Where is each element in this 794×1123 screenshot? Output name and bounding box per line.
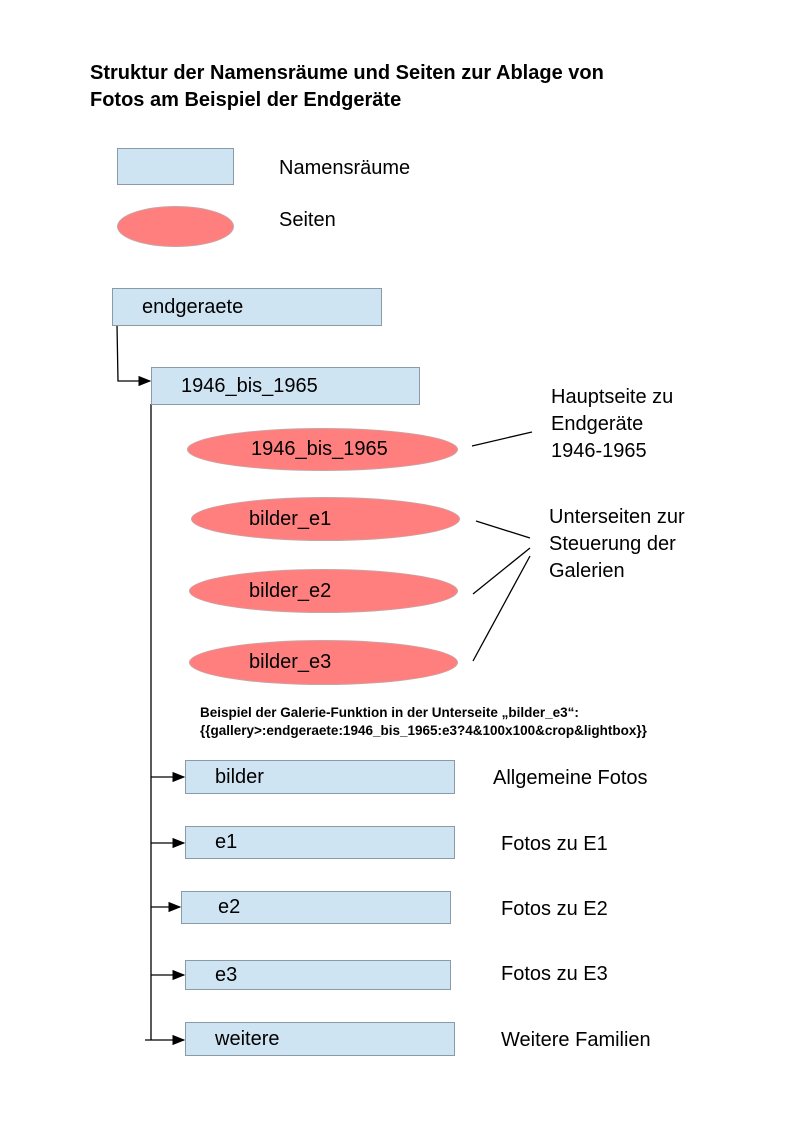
namespace-bilder-desc: Allgemeine Fotos <box>493 767 648 789</box>
namespace-e2: e2 <box>181 891 451 924</box>
namespace-bilder: bilder <box>185 760 455 794</box>
annotation-line: Steuerung der <box>549 533 676 555</box>
legend-namespace-swatch <box>117 148 234 185</box>
annotation-main-page: Hauptseite zu Endgeräte 1946-1965 <box>551 384 673 465</box>
page-bilder-e2: bilder_e2 <box>189 569 458 613</box>
gallery-example-note: Beispiel der Galerie-Funktion in der Unt… <box>200 704 647 740</box>
annotation-line: 1946-1965 <box>551 440 647 462</box>
annotation-line: Endgeräte <box>551 413 644 435</box>
namespace-e3: e3 <box>185 960 451 990</box>
note-line: Beispiel der Galerie-Funktion in der Unt… <box>200 705 579 720</box>
diagram-title: Struktur der Namensräume und Seiten zur … <box>90 60 604 114</box>
page-bilder-e1: bilder_e1 <box>191 497 460 541</box>
title-line-1: Struktur der Namensräume und Seiten zur … <box>90 62 604 84</box>
namespace-1946-bis-1965: 1946_bis_1965 <box>151 367 420 405</box>
legend-page-label: Seiten <box>279 209 336 231</box>
title-line-2: Fotos am Beispiel der Endgeräte <box>90 89 402 111</box>
annotation-line: Galerien <box>549 560 625 582</box>
namespace-endgeraete: endgeraete <box>112 288 382 326</box>
namespace-weitere: weitere <box>185 1022 455 1056</box>
annotation-sub-pages: Unterseiten zur Steuerung der Galerien <box>549 504 685 585</box>
note-code: {{gallery>:endgeraete:1946_bis_1965:e3?4… <box>200 723 647 738</box>
namespace-weitere-desc: Weitere Familien <box>501 1029 651 1051</box>
legend-namespace-label: Namensräume <box>279 157 411 179</box>
namespace-e1: e1 <box>185 826 455 859</box>
namespace-e1-desc: Fotos zu E1 <box>501 833 608 855</box>
page-1946-bis-1965: 1946_bis_1965 <box>187 428 458 471</box>
annotation-line: Unterseiten zur <box>549 506 685 528</box>
annotation-line: Hauptseite zu <box>551 386 674 408</box>
namespace-e3-desc: Fotos zu E3 <box>501 963 608 985</box>
legend-page-swatch <box>117 206 234 247</box>
namespace-e2-desc: Fotos zu E2 <box>501 898 608 920</box>
page-bilder-e3: bilder_e3 <box>189 640 458 685</box>
